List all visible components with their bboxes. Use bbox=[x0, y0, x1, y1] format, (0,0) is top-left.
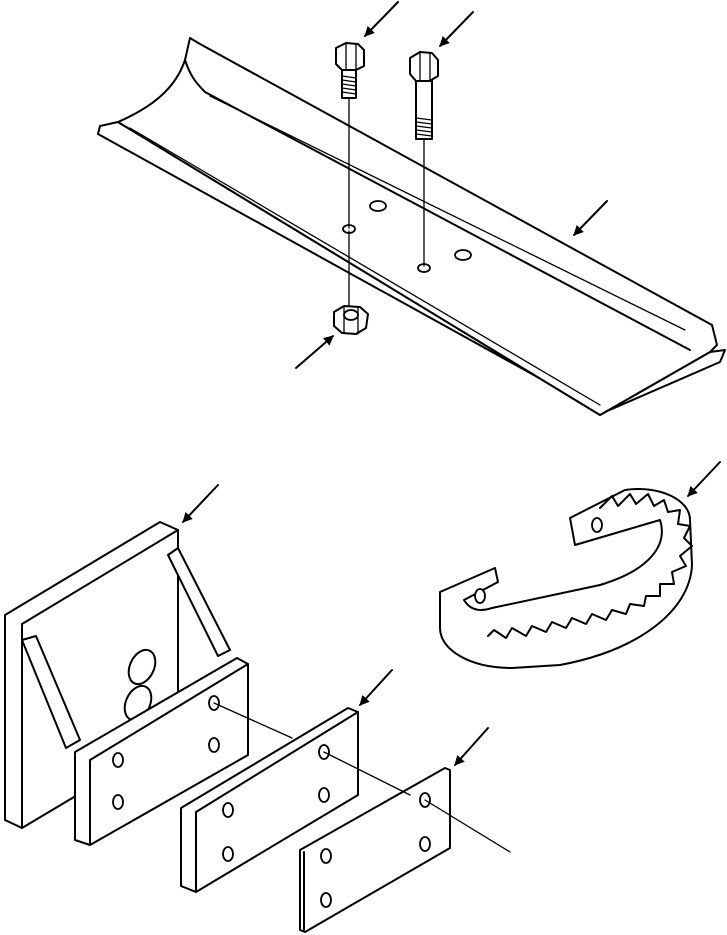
bracket-bolt-hole bbox=[112, 794, 124, 810]
callout-arrow-track-shoe bbox=[573, 200, 608, 236]
bracket-slot bbox=[127, 648, 157, 686]
callout-arrow-mounting-bracket bbox=[182, 484, 219, 523]
callout-arrow-grouser-bar bbox=[687, 461, 721, 497]
callout-arrow-cap-screw-short bbox=[364, 1, 399, 37]
mounting-bracket bbox=[4, 521, 249, 846]
alignment-lines bbox=[213, 702, 511, 853]
track-shoe bbox=[97, 37, 726, 416]
spacer-plate bbox=[180, 707, 359, 893]
shim-plate bbox=[299, 767, 451, 933]
callout-arrow-spacer-plate bbox=[359, 669, 393, 706]
bracket-bolt-hole bbox=[112, 752, 124, 768]
callout-arrow-shoe-nut bbox=[295, 335, 334, 369]
cap-screw-short bbox=[335, 42, 365, 229]
callout-arrow-shim-plate bbox=[454, 727, 489, 766]
shoe-bolt-hole bbox=[369, 200, 387, 212]
callout-arrow-cap-screw-long bbox=[439, 11, 474, 47]
cap-screw-long bbox=[409, 51, 439, 267]
callout-arrows bbox=[182, 1, 721, 766]
shoe-bolt-hole bbox=[454, 249, 472, 261]
bracket-bolt-hole bbox=[208, 737, 220, 753]
grouser-bar bbox=[439, 488, 693, 669]
shoe-nut bbox=[333, 230, 369, 335]
